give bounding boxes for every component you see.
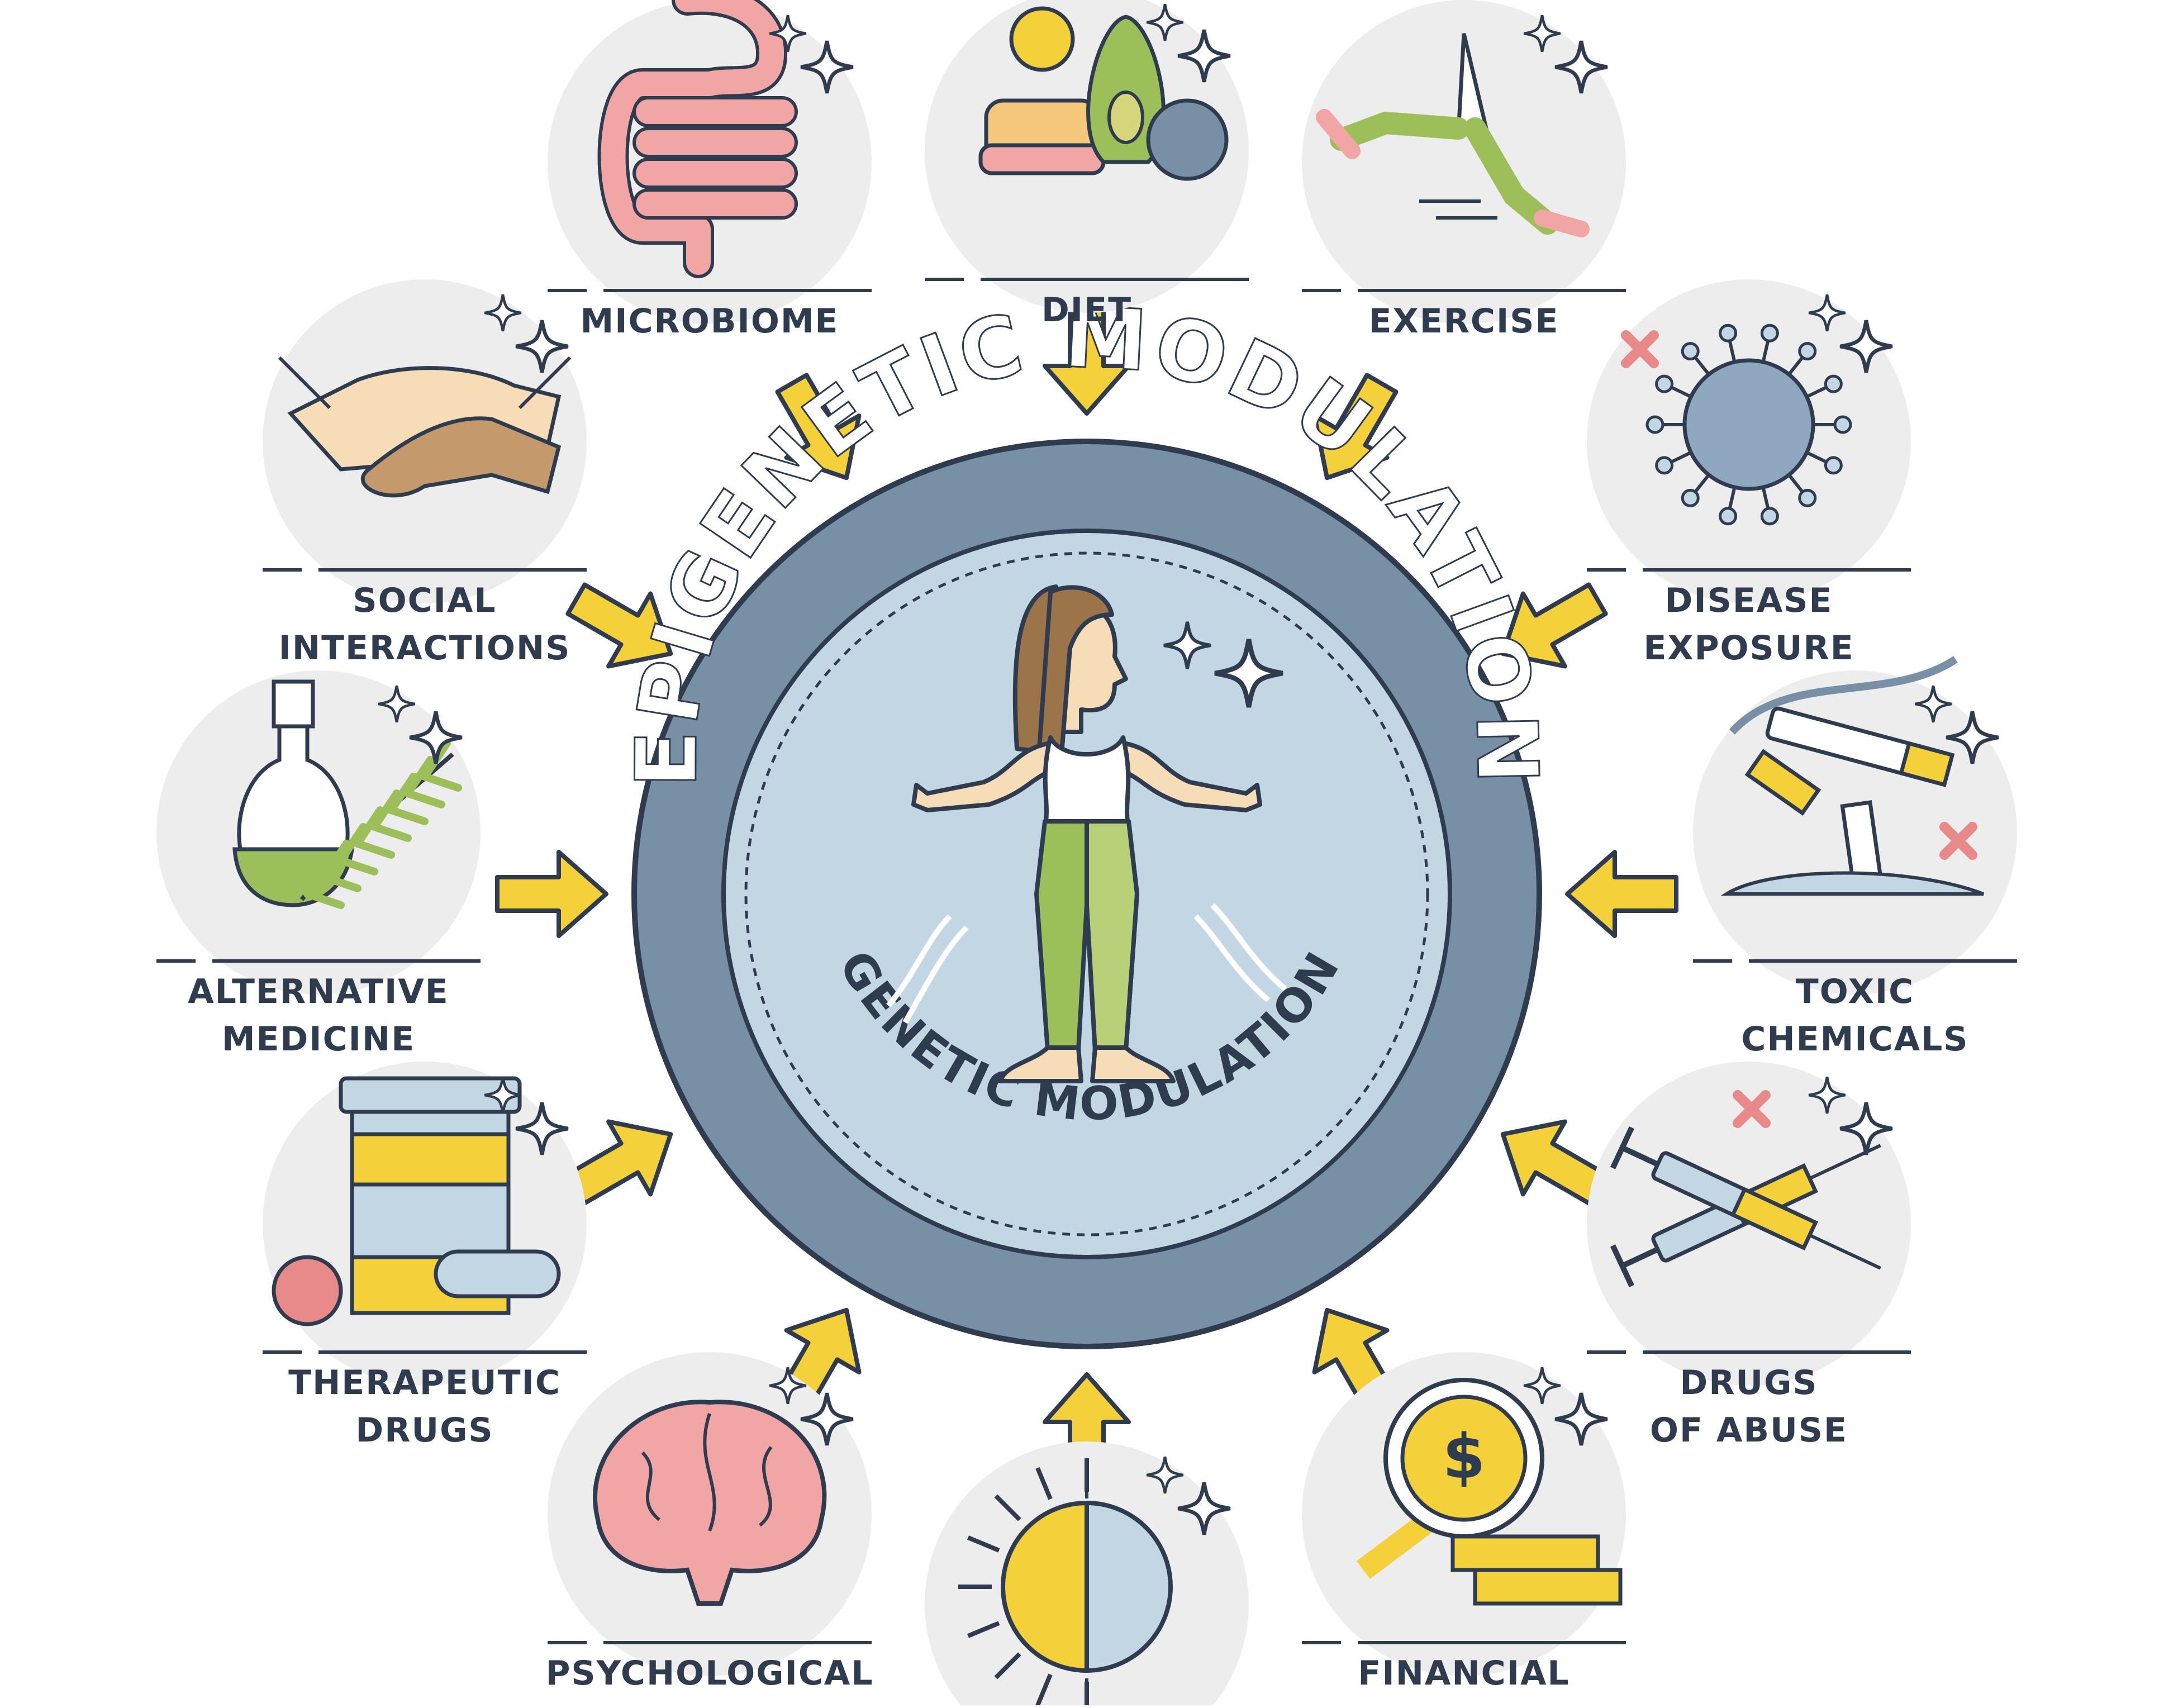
svg-text:$: $ bbox=[1443, 1421, 1486, 1492]
factor-label: CHEMICALS bbox=[1741, 1020, 1968, 1059]
factor-therapeutic: THERAPEUTIC DRUGS bbox=[263, 1062, 587, 1450]
factor-financial: $ FINANCIAL STATUS bbox=[1302, 1352, 1626, 1708]
factor-toxic: TOXIC CHEMICALS bbox=[1693, 656, 2017, 1059]
factor-label: DISEASE bbox=[1665, 581, 1833, 620]
coin-magnifier-icon: $ bbox=[1357, 1378, 1623, 1606]
food-icon bbox=[978, 6, 1229, 181]
factor-label: DRUGS bbox=[1680, 1363, 1818, 1402]
factor-sleep bbox=[925, 1441, 1249, 1708]
yellow-arrow-icon bbox=[565, 582, 673, 669]
yellow-arrow-icon bbox=[1312, 373, 1399, 480]
factor-label: EXERCISE bbox=[1369, 302, 1559, 341]
syringes-icon bbox=[1610, 1090, 1881, 1288]
factor-label: OF ABUSE bbox=[1650, 1411, 1848, 1450]
yellow-arrow-icon bbox=[495, 850, 608, 938]
factor-label: STATUS bbox=[1390, 1701, 1538, 1705]
factor-label: STATE bbox=[650, 1701, 769, 1705]
factor-exercise: EXERCISE bbox=[1302, 0, 1626, 341]
factor-label: MICROBIOME bbox=[580, 302, 839, 341]
factor-label: MEDICINE bbox=[222, 1020, 415, 1059]
pill-bottle-icon bbox=[272, 1076, 561, 1326]
factor-microbiome: MICROBIOME bbox=[548, 0, 872, 341]
herb-oil-flask-icon bbox=[232, 679, 462, 909]
factors-group: DIET EXERCISE DISEASE EXPOSURE TOXIC CHEMICAL… bbox=[156, 0, 2017, 1708]
cigarettes-icon bbox=[1720, 656, 1985, 896]
sun-moon-icon bbox=[958, 1458, 1173, 1708]
factor-disease: DISEASE EXPOSURE bbox=[1587, 279, 1911, 668]
factor-label: DIET bbox=[1041, 291, 1132, 330]
yellow-arrow-icon bbox=[1500, 582, 1608, 669]
factor-psych: PSYCHOLOGICAL STATE bbox=[545, 1352, 873, 1708]
factor-abuse: DRUGS OF ABUSE bbox=[1587, 1062, 1911, 1450]
yellow-arrow-icon bbox=[1565, 850, 1678, 938]
factor-label: TOXIC bbox=[1796, 972, 1914, 1011]
intestines-icon bbox=[597, 0, 798, 278]
yellow-arrow-icon bbox=[1043, 302, 1131, 416]
yellow-arrow-icon bbox=[775, 373, 862, 480]
factor-label: ALTERNATIVE bbox=[188, 972, 449, 1011]
virus-icon bbox=[1621, 323, 1852, 526]
factor-altmed: ALTERNATIVE MEDICINE bbox=[156, 670, 481, 1059]
factor-label: DRUGS bbox=[355, 1411, 493, 1450]
dna-icon bbox=[886, 903, 1287, 1024]
running-person-icon bbox=[1316, 33, 1590, 237]
woman-figure-icon bbox=[911, 584, 1262, 1083]
yellow-arrow-icon bbox=[565, 1119, 673, 1206]
factor-diet: DIET bbox=[925, 0, 1249, 330]
factor-label: EXPOSURE bbox=[1643, 629, 1854, 668]
factor-label: INTERACTIONS bbox=[279, 629, 571, 668]
factor-label: PSYCHOLOGICAL bbox=[545, 1654, 873, 1693]
handshake-icon bbox=[278, 356, 572, 498]
brain-icon bbox=[593, 1400, 827, 1606]
factor-label: THERAPEUTIC bbox=[288, 1363, 561, 1402]
factor-social: SOCIAL INTERACTIONS bbox=[263, 279, 587, 668]
factor-label: FINANCIAL bbox=[1358, 1654, 1570, 1693]
factor-label: SOCIAL bbox=[353, 581, 496, 620]
